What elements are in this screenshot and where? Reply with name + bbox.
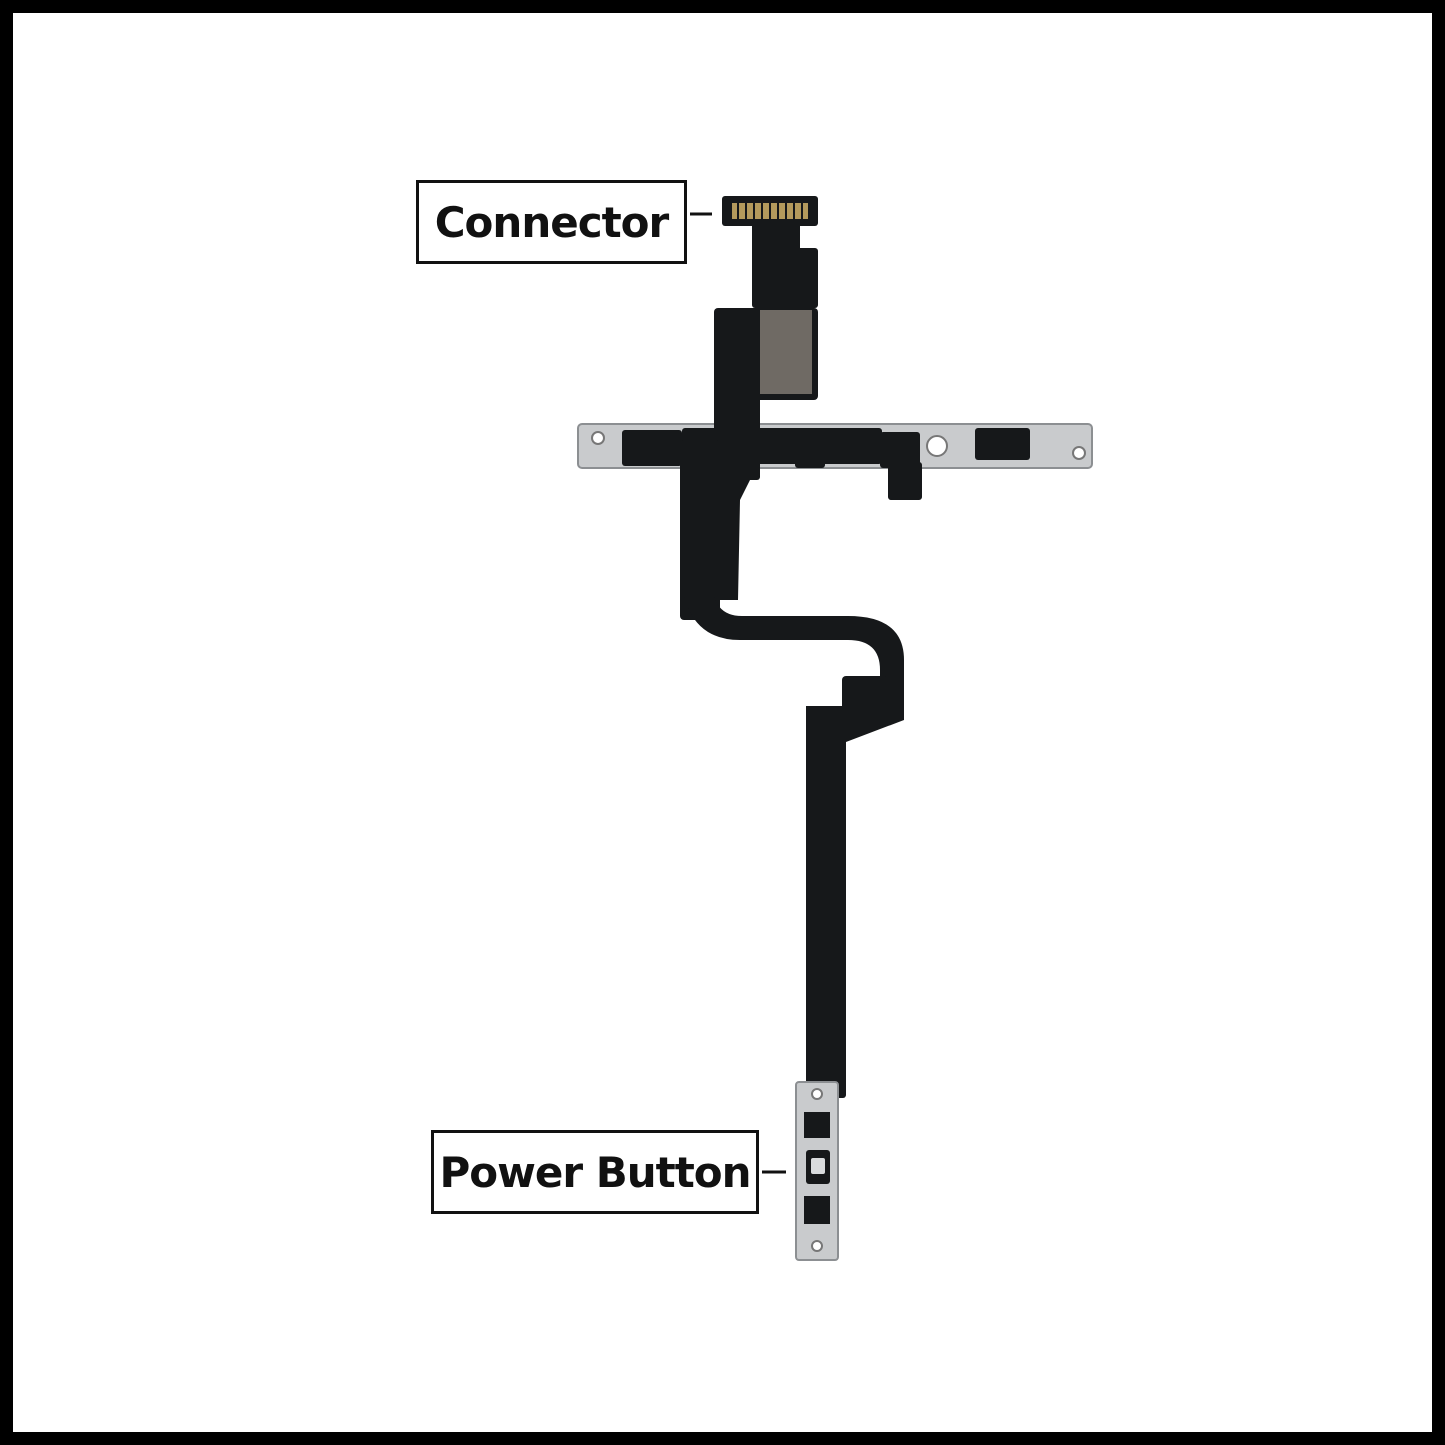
connector-label: Connector (416, 180, 687, 264)
screw-hole-icon (811, 1240, 823, 1252)
screw-hole-icon (1072, 446, 1086, 460)
screw-hole-icon (811, 1088, 823, 1100)
power-switch-icon (811, 1158, 825, 1174)
screw-hole-icon (591, 431, 605, 445)
connector-part (722, 196, 818, 226)
power-button-bracket (795, 1081, 839, 1261)
power-button-label: Power Button (431, 1130, 759, 1214)
screw-hole-icon (926, 435, 948, 457)
stiffener-plate (760, 310, 812, 394)
